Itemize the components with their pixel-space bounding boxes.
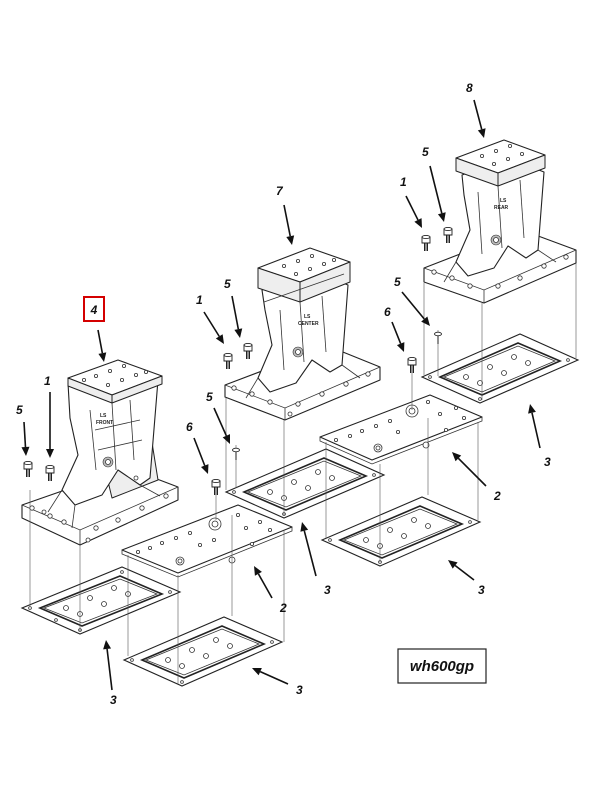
bracket-rear-assembly: LS REAR bbox=[423, 139, 577, 304]
washer-item-5-rear bbox=[443, 226, 453, 244]
gasket-center-upper bbox=[224, 448, 386, 519]
leader-item-6-left bbox=[193, 437, 209, 474]
front-casting-marking: LS bbox=[100, 413, 107, 419]
rear-casting-marking-lower: REAR bbox=[494, 205, 509, 211]
label-item-5-center: 5 bbox=[224, 277, 231, 291]
label-item-7: 7 bbox=[276, 184, 284, 198]
label-item-3-left-upper: 3 bbox=[110, 693, 117, 707]
leader-item-7 bbox=[283, 204, 295, 245]
label-item-5-rear-plate: 5 bbox=[394, 275, 401, 289]
leader-item-1-center bbox=[203, 311, 224, 344]
label-item-3-rear: 3 bbox=[544, 455, 551, 469]
leader-arrows bbox=[21, 99, 541, 691]
center-casting-marking: LS bbox=[304, 314, 311, 320]
label-item-1-front: 1 bbox=[44, 374, 51, 388]
label-item-3-left-lower: 3 bbox=[296, 683, 303, 697]
label-item-8: 8 bbox=[466, 81, 473, 95]
adapter-plate-right bbox=[319, 394, 483, 465]
gasket-left-upper bbox=[20, 566, 182, 635]
capscrew-item-1-center bbox=[223, 352, 233, 370]
callout-item-4-highlighted[interactable]: 4 bbox=[83, 296, 105, 322]
adapter-plate-left bbox=[121, 504, 293, 578]
figure-code-stamp: wh600gp bbox=[397, 648, 487, 684]
label-item-5-plate: 5 bbox=[206, 390, 213, 404]
rear-casting-marking: LS bbox=[500, 198, 507, 204]
leader-item-6-right bbox=[391, 321, 405, 352]
washer-item-5-front bbox=[23, 460, 33, 478]
highlight-box bbox=[83, 296, 105, 322]
leader-item-8 bbox=[473, 99, 486, 138]
screw-item-5-rear-plate bbox=[434, 331, 442, 345]
label-item-2-left: 2 bbox=[279, 601, 287, 615]
center-casting-marking-lower: CENTER bbox=[298, 321, 319, 327]
leader-item-5-center bbox=[231, 295, 243, 338]
label-item-1-rear: 1 bbox=[400, 175, 407, 189]
bolt-item-6-right bbox=[407, 356, 417, 374]
gasket-rear bbox=[420, 333, 580, 404]
capscrew-item-1-front bbox=[45, 464, 55, 482]
figure-code: wh600gp bbox=[410, 658, 474, 675]
bracket-front-assembly: LS FRONT bbox=[21, 359, 179, 546]
gasket-left-lower bbox=[122, 616, 284, 687]
bracket-center-assembly: LS CENTER bbox=[224, 247, 381, 421]
leader-item-3-center-lower bbox=[448, 560, 475, 581]
leader-item-2-right bbox=[452, 452, 487, 487]
label-item-6-right: 6 bbox=[384, 305, 391, 319]
leader-item-3-left-lower bbox=[252, 668, 289, 685]
item-labels: 8 5 1 7 5 5 1 6 1 5 5 6 3 2 3 3 2 3 3 4 bbox=[16, 81, 551, 707]
leader-item-3-rear bbox=[528, 404, 541, 449]
leader-item-5-plate bbox=[213, 407, 230, 444]
leader-item-1-front bbox=[46, 392, 54, 458]
label-item-6-left: 6 bbox=[186, 420, 193, 434]
label-item-3-center-lower: 3 bbox=[478, 583, 485, 597]
bolt-item-6-left bbox=[211, 478, 221, 496]
gasket-center-lower bbox=[320, 496, 482, 567]
leader-item-5-rear bbox=[429, 165, 446, 222]
washer-item-5-center bbox=[243, 342, 253, 360]
leader-item-3-left-upper bbox=[103, 640, 113, 691]
leader-item-1-rear bbox=[405, 195, 422, 228]
leader-item-2-left bbox=[254, 566, 273, 599]
leader-item-5-rear-plate bbox=[401, 291, 430, 326]
screw-item-5-plate bbox=[232, 447, 240, 461]
alignment-guides bbox=[29, 263, 577, 684]
label-item-3-center-upper: 3 bbox=[324, 583, 331, 597]
label-item-1-center: 1 bbox=[196, 293, 203, 307]
front-casting-marking-lower: FRONT bbox=[96, 420, 113, 426]
label-item-2-right: 2 bbox=[493, 489, 501, 503]
label-item-5-front: 5 bbox=[16, 403, 23, 417]
leader-item-3-center-upper bbox=[300, 522, 317, 577]
label-item-5-rear: 5 bbox=[422, 145, 429, 159]
leader-item-5-front bbox=[21, 421, 30, 456]
leader-item-4 bbox=[97, 329, 107, 362]
capscrew-item-1-rear bbox=[421, 234, 431, 252]
figure-code-frame bbox=[397, 648, 487, 684]
label-item-4: 4 bbox=[90, 303, 98, 317]
